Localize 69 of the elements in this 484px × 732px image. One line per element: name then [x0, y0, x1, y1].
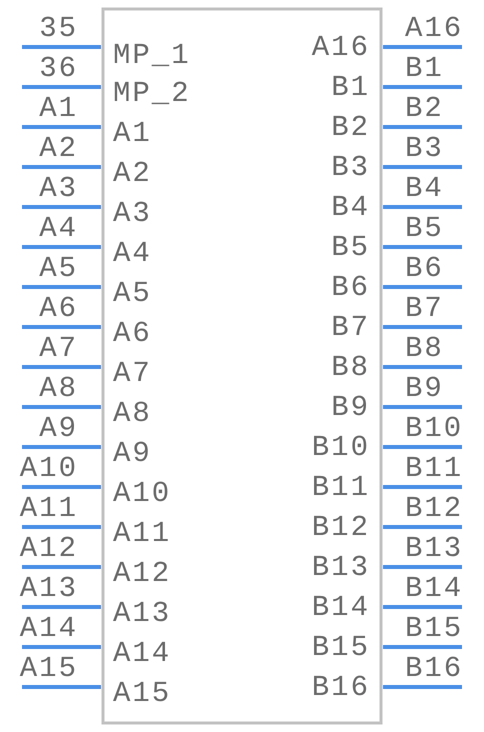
pin-number: B5: [405, 214, 444, 244]
pin-name: B13: [312, 553, 370, 583]
pin-number: A16: [405, 14, 464, 44]
pin-name: B10: [312, 433, 370, 463]
pin-name: B12: [312, 513, 370, 543]
pin-name: B7: [331, 313, 370, 343]
pin-name: A5: [113, 279, 152, 309]
pin-name: MP_2: [113, 79, 191, 109]
pin-name: A15: [113, 679, 172, 709]
pin-number: B12: [405, 494, 464, 524]
pin-name: A4: [113, 239, 152, 269]
pin-name: B3: [331, 153, 370, 183]
pin-name: A9: [113, 439, 152, 469]
pin-number: B6: [405, 254, 444, 284]
pin-name: B9: [331, 393, 370, 423]
pin-name: A10: [113, 479, 172, 509]
pin-name: B5: [331, 233, 370, 263]
pin-number: A2: [39, 134, 78, 164]
pin-number: B15: [405, 614, 464, 644]
pin-number: B9: [405, 374, 444, 404]
pin-number: A8: [39, 374, 78, 404]
pin-number: 35: [39, 14, 78, 44]
pin-name: A11: [113, 519, 172, 549]
pin-name: A14: [113, 639, 172, 669]
pin-name: B11: [312, 473, 370, 503]
pin-number: 36: [39, 54, 78, 84]
pin-name: A6: [113, 319, 152, 349]
pin-name: B15: [312, 633, 370, 663]
pin-name: A3: [113, 199, 152, 229]
pin-number: A11: [20, 494, 78, 524]
pin-name: A13: [113, 599, 172, 629]
pin-number: A10: [20, 454, 78, 484]
pin-number: A13: [20, 574, 78, 604]
pin-number: B13: [405, 534, 464, 564]
pin-number: B4: [405, 174, 444, 204]
pin-name: B1: [331, 73, 370, 103]
pin-name: A16: [312, 33, 370, 63]
pin-name: B4: [331, 193, 370, 223]
pin-name: B6: [331, 273, 370, 303]
pin-name: A12: [113, 559, 172, 589]
pin-number: B14: [405, 574, 464, 604]
pin-number: B8: [405, 334, 444, 364]
component-body: [102, 8, 382, 724]
pin-number: B11: [405, 454, 464, 484]
pin-number: A15: [20, 654, 78, 684]
pin-number: A5: [39, 254, 78, 284]
pin-name: A2: [113, 159, 152, 189]
pin-number: B3: [405, 134, 444, 164]
pin-name: B8: [331, 353, 370, 383]
pin-number: A12: [20, 534, 78, 564]
pin-name: MP_1: [113, 41, 191, 71]
pin-number: B2: [405, 94, 444, 124]
pin-name: A7: [113, 359, 152, 389]
pin-number: A4: [39, 214, 78, 244]
pin-name: B16: [312, 673, 370, 703]
pin-number: A1: [39, 94, 78, 124]
pin-number: A6: [39, 294, 78, 324]
pin-number: B16: [405, 654, 464, 684]
pin-name: A1: [113, 119, 152, 149]
pin-name: A8: [113, 399, 152, 429]
pin-name: B2: [331, 113, 370, 143]
pin-number: B7: [405, 294, 444, 324]
pin-number: A3: [39, 174, 78, 204]
pin-number: B1: [405, 54, 444, 84]
pin-number: B10: [405, 414, 464, 444]
pin-number: A9: [39, 414, 78, 444]
pin-number: A7: [39, 334, 78, 364]
pin-number: A14: [20, 614, 78, 644]
pin-name: B14: [312, 593, 370, 623]
